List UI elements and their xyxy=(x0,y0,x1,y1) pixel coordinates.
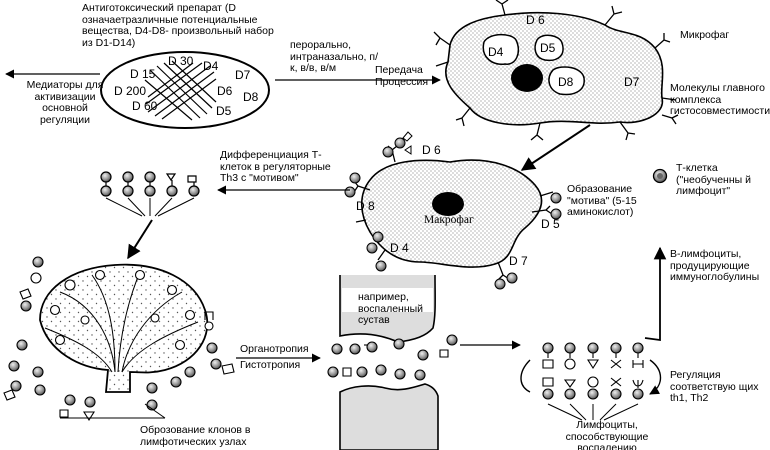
histotropy-label: Гистотропия xyxy=(240,359,301,371)
center-field-d6: D 6 xyxy=(422,143,441,157)
differentiation-label: Дифференциация Т-клеток в регуляторные T… xyxy=(220,149,331,184)
drug-field-d200: D 200 xyxy=(114,84,146,98)
arrow-to-center-macrophage xyxy=(520,124,591,171)
top-macrophage-field-d6: D 6 xyxy=(526,13,545,27)
lymph-node xyxy=(39,263,209,393)
top-macrophage-field-d7: D7 xyxy=(624,75,640,89)
clone-formation-label: Оброзование клонов в лимфотических узлах xyxy=(140,424,251,448)
drug-description-label: Антиготоксический препарат (D означаетра… xyxy=(82,2,274,49)
drug-field-d15: D 15 xyxy=(130,67,156,81)
transfer-label: Передача Процессия xyxy=(375,64,429,88)
inflamed-joint xyxy=(339,274,439,450)
drug-field-d7: D7 xyxy=(235,68,251,82)
arrow-to-b-lymphocytes xyxy=(644,246,667,342)
regulation-curve-arrow xyxy=(649,359,662,395)
macrophage-center-label: Макрофаг xyxy=(424,214,474,226)
drug-field-d4: D4 xyxy=(203,59,219,73)
center-field-d8: D 8 xyxy=(356,199,375,213)
drug-field-d5: D5 xyxy=(216,104,232,118)
legend-tcell-icon xyxy=(652,168,668,184)
center-macrophage: D 6 D 8 D 5 D 4 D 7 xyxy=(344,131,562,290)
joint-lymphocytes xyxy=(327,334,458,381)
top-macrophage-field-d4: D4 xyxy=(488,45,504,59)
center-field-d5: D 5 xyxy=(541,217,560,231)
t-cell-label: Т-клетка ("необученны й лимфоцит" xyxy=(676,162,751,197)
mediators-label: Медиаторы для активизации основной регул… xyxy=(26,79,104,126)
drug-fields: D 15 D 30 D4 D7 D 200 D6 D8 D 60 D5 xyxy=(114,54,259,118)
left-bracket-curve xyxy=(520,359,531,393)
drug-crosshatch xyxy=(144,60,217,121)
inflammation-lymphocytes-group xyxy=(542,342,644,421)
regulation-label: Регуляция соответствую щих th1, Th2 xyxy=(670,369,759,404)
macrophage-top-label: Микрофаг xyxy=(680,29,730,41)
lymph-node-lymphocytes xyxy=(3,256,235,422)
b-lymphocytes-label: В-лимфоциты, продуцирующие иммуноглобули… xyxy=(670,248,760,283)
routes-label: перорально, интраназально, п/к, в/в, в/м xyxy=(290,39,378,74)
organotropy-label: Органотропия xyxy=(240,343,309,355)
differentiated-tcells-row xyxy=(100,171,200,217)
center-macrophage-tcells xyxy=(344,131,562,290)
drug-ellipse: D 15 D 30 D4 D7 D 200 D6 D8 D 60 D5 xyxy=(100,51,270,129)
motif-formation-label: Образование "мотива" (5-15 аминокислот) xyxy=(567,183,637,218)
top-macrophage-field-d5: D5 xyxy=(540,41,556,55)
clone-callout-line xyxy=(144,403,166,419)
drug-field-d30: D 30 xyxy=(168,54,194,68)
arrow-to-lymph-node xyxy=(127,219,153,260)
top-macrophage: D 6 D4 D5 D8 D7 xyxy=(433,0,679,141)
center-field-d7: D 7 xyxy=(509,254,528,268)
drug-field-d6: D6 xyxy=(217,84,233,98)
inflamed-joint-label: например, воспаленный сустав xyxy=(358,291,424,326)
center-field-d4: D 4 xyxy=(390,241,409,255)
top-macrophage-field-d8: D8 xyxy=(558,75,574,89)
drug-field-d8: D8 xyxy=(243,90,259,104)
drug-field-d60: D 60 xyxy=(132,99,158,113)
mhc-label: Молекулы главного комплекса гистосовмест… xyxy=(670,82,770,117)
inflammation-lymphocytes-label: Лимфоциты, способствующие воспалению xyxy=(565,419,649,450)
